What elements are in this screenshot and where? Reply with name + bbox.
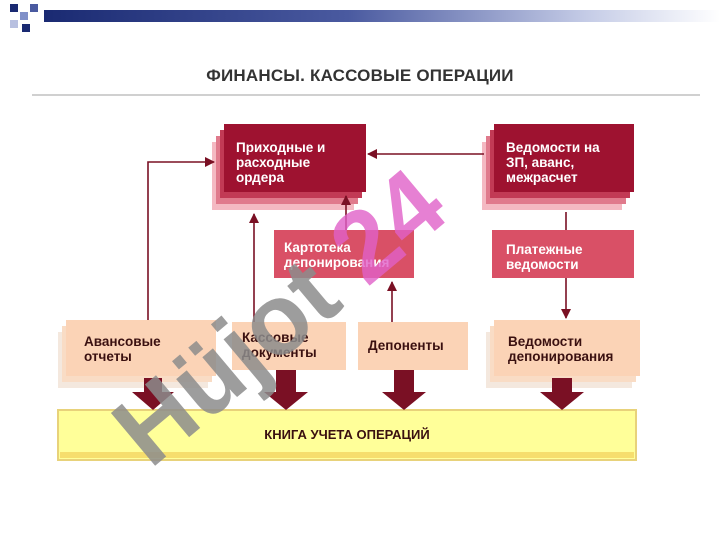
payroll-statements-label: Ведомости на ЗП, аванс, межрасчет <box>506 140 600 185</box>
cash-documents-node <box>232 322 346 370</box>
bullet-square-icon <box>10 4 18 12</box>
bullet-square-icon <box>20 12 28 20</box>
payment-statements-label: Платежные ведомости <box>506 242 583 272</box>
bullet-square-icon <box>22 24 30 32</box>
slide-top-bar <box>0 0 720 34</box>
ledger-label: КНИГА УЧЕТА ОПЕРАЦИЙ <box>264 427 430 442</box>
header-gradient-bar <box>44 10 720 22</box>
depositors-node <box>358 322 468 370</box>
advance-reports-node <box>58 320 216 388</box>
deposit-file-label: Картотека депонирования <box>284 240 390 270</box>
block-arrow-4 <box>540 378 584 410</box>
payroll-statements-node <box>482 124 634 210</box>
title-divider <box>32 94 700 96</box>
cash-documents-label: Кассовые документы <box>242 330 317 360</box>
ledger-shadow <box>60 452 634 458</box>
arrow-advance-to-orders <box>147 157 215 320</box>
block-arrow-3 <box>382 370 426 410</box>
block-arrow-1 <box>132 378 174 410</box>
depositors-label: Депоненты <box>368 338 444 353</box>
incoming-orders-node <box>212 124 366 210</box>
slide-title: ФИНАНСЫ. КАССОВЫЕ ОПЕРАЦИИ <box>206 66 514 85</box>
bullet-square-icon <box>10 20 18 28</box>
incoming-orders-label: Приходные и расходные ордера <box>236 140 326 185</box>
deposit-statements-label: Ведомости депонирования <box>508 334 614 364</box>
ledger-node <box>57 409 637 461</box>
payment-statements-node <box>492 230 634 278</box>
bullet-square-icon <box>30 4 38 12</box>
deposit-statements-node <box>486 320 640 388</box>
deposit-file-node <box>274 230 414 278</box>
advance-reports-label: Авансовые отчеты <box>84 334 161 364</box>
block-arrow-2 <box>264 370 308 410</box>
